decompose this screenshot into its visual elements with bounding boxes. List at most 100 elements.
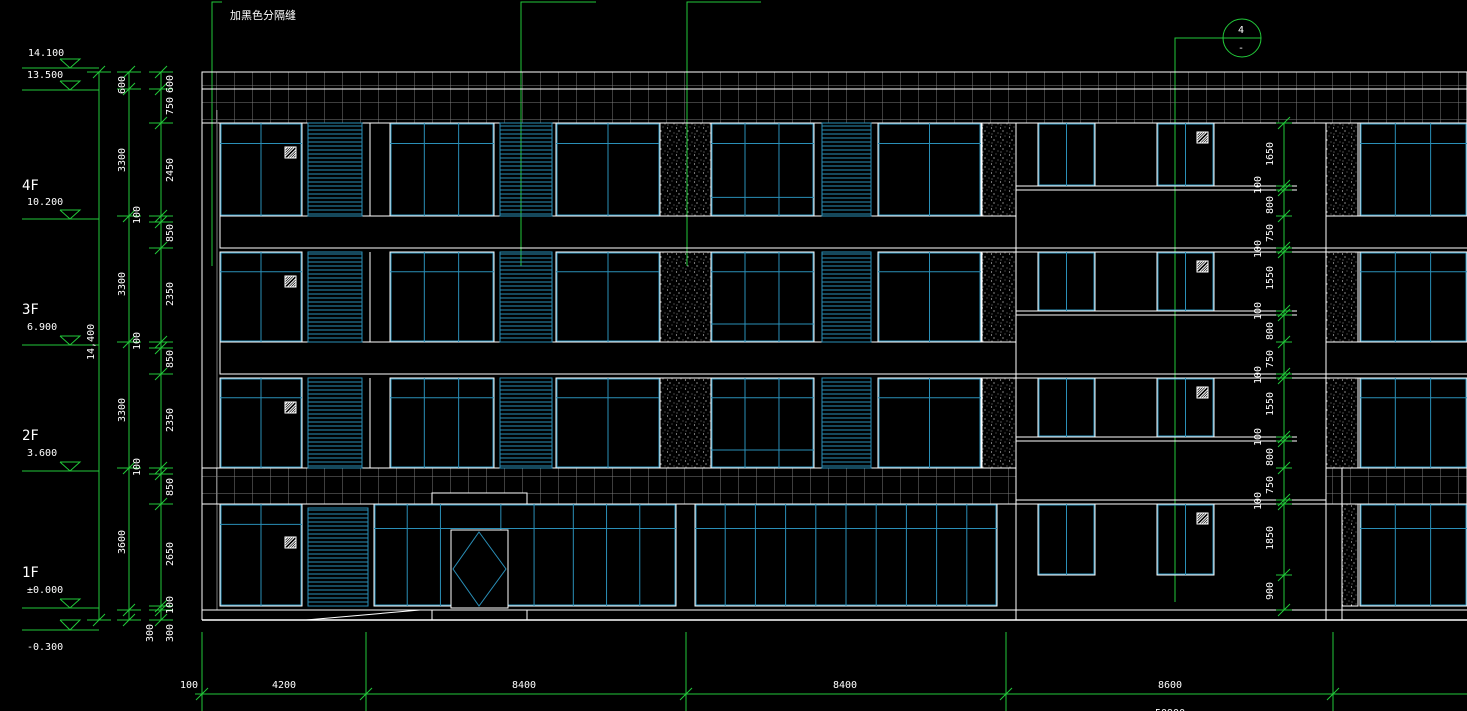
vent-hatch bbox=[1196, 512, 1205, 521]
section-marker[interactable]: 4 - bbox=[1174, 18, 1262, 602]
dim-inner-window1: 2650 bbox=[165, 542, 176, 566]
dim-outer-parapet: 600 bbox=[117, 76, 128, 94]
right-dimension-texts: 1650 100 800 750 100 1550 100 800 750 10… bbox=[1253, 142, 1276, 600]
window-frame bbox=[373, 503, 677, 607]
vent-hatch bbox=[289, 151, 297, 159]
dim-right-mullion2b: 100 bbox=[1253, 428, 1264, 446]
vent-hatch bbox=[1206, 522, 1209, 525]
vent-hatch bbox=[1201, 517, 1209, 525]
dim-right-window2: 1550 bbox=[1265, 392, 1276, 416]
window-glass bbox=[711, 378, 814, 468]
vent-hatch bbox=[1196, 512, 1200, 516]
window-glass bbox=[1360, 504, 1467, 606]
vent-hatch bbox=[287, 149, 297, 159]
level-triangle bbox=[59, 598, 82, 609]
vent-hatch bbox=[294, 411, 297, 414]
dim-total-height: 14,400 bbox=[86, 324, 97, 360]
floor-label-2: 2F bbox=[22, 428, 39, 444]
stone-panel bbox=[1325, 251, 1359, 343]
note-text: 加黑色分隔缝 bbox=[230, 8, 296, 22]
level-annotations: 14.100 13.500 4F 10.200 3F 6.900 2F 3.60… bbox=[22, 48, 64, 653]
dimension-tick bbox=[154, 215, 168, 229]
level-floor-4: 10.200 bbox=[27, 197, 63, 208]
vent-hatch bbox=[291, 408, 297, 414]
dim-h-bay3: 8400 bbox=[833, 680, 857, 691]
dim-inner-sill4: 100 bbox=[132, 206, 143, 224]
vent-hatch bbox=[284, 401, 291, 408]
level-ground: -0.300 bbox=[27, 642, 63, 653]
dim-right-band3: 750 bbox=[1265, 350, 1276, 368]
dim-right-spandrel2: 800 bbox=[1265, 448, 1276, 466]
level-triangle bbox=[59, 58, 82, 69]
vent-hatch bbox=[284, 536, 293, 545]
dimension-tick bbox=[154, 341, 168, 355]
vent-hatch bbox=[1196, 260, 1203, 267]
vent-hatch bbox=[1203, 393, 1209, 399]
stone-panel bbox=[659, 251, 712, 343]
level-roof-top: 14.100 bbox=[28, 48, 64, 59]
louver-panel bbox=[307, 251, 363, 343]
dim-right-band4: 750 bbox=[1265, 224, 1276, 242]
dim-inner-plinth: 300 bbox=[165, 624, 176, 642]
stone-panel bbox=[981, 122, 1017, 217]
vent-hatch bbox=[1203, 519, 1209, 525]
dim-right-spandrel3: 800 bbox=[1265, 322, 1276, 340]
dim-right-mullion3b: 100 bbox=[1253, 302, 1264, 320]
dim-right-window4: 1650 bbox=[1265, 142, 1276, 166]
vent-hatch bbox=[284, 146, 295, 157]
dim-inner-sill1: 100 bbox=[165, 596, 176, 614]
dimension-tick bbox=[122, 613, 136, 627]
dimension-tick bbox=[154, 335, 168, 349]
dim-h-bay4: 8600 bbox=[1158, 680, 1182, 691]
vent-hatch bbox=[1201, 391, 1209, 399]
window-glass bbox=[1360, 252, 1467, 342]
dimension-tick bbox=[122, 603, 136, 617]
dimension-tick bbox=[679, 687, 693, 701]
window-frame bbox=[389, 251, 495, 343]
louver-panel bbox=[307, 122, 363, 217]
dimension-tick bbox=[154, 603, 168, 617]
vent-hatch bbox=[284, 401, 295, 412]
vent-hatch bbox=[284, 275, 295, 286]
dim-inner-sill3: 100 bbox=[132, 332, 143, 350]
vent-hatch bbox=[291, 282, 297, 288]
vent-hatch bbox=[284, 275, 291, 282]
vent-hatch bbox=[284, 536, 288, 540]
window-glass bbox=[711, 123, 814, 216]
vent-hatch bbox=[1196, 512, 1203, 519]
louver-panel bbox=[499, 251, 553, 343]
vent-hatch bbox=[1199, 263, 1209, 273]
dim-outer-floor1: 3600 bbox=[117, 530, 128, 554]
dimension-tick bbox=[1277, 116, 1291, 130]
dim-inner-sill2: 100 bbox=[132, 458, 143, 476]
dim-inner-band2: 850 bbox=[165, 350, 176, 368]
dim-inner-parapet: 600 bbox=[165, 75, 176, 93]
dim-right-mullion3a: 100 bbox=[1253, 240, 1264, 258]
vent-hatch bbox=[284, 401, 293, 410]
dim-outer-plinth: 300 bbox=[145, 624, 156, 642]
window-glass bbox=[711, 252, 814, 342]
stone-panel bbox=[659, 377, 712, 469]
dimension-tick bbox=[1277, 371, 1291, 385]
door-diamond bbox=[452, 531, 507, 607]
dim-inner-band3: 850 bbox=[165, 224, 176, 242]
dim-inner-window3: 2350 bbox=[165, 282, 176, 306]
vent-hatch bbox=[1196, 131, 1205, 140]
dim-right-spandrel4: 800 bbox=[1265, 196, 1276, 214]
vent-hatch bbox=[1196, 131, 1200, 135]
dimension-tick bbox=[1277, 183, 1291, 197]
stone-panel bbox=[659, 122, 712, 217]
vent-hatch bbox=[284, 275, 288, 279]
vent-hatch bbox=[289, 406, 297, 414]
dimension-tick bbox=[1277, 335, 1291, 349]
dim-right-mullion1: 100 bbox=[1253, 492, 1264, 510]
louver-panel bbox=[499, 377, 553, 469]
window-frame bbox=[710, 251, 815, 343]
vent-hatch bbox=[1196, 131, 1203, 138]
dimension-tick bbox=[1277, 568, 1291, 582]
dimension-tick bbox=[154, 497, 168, 511]
dimension-layer bbox=[22, 58, 1467, 711]
vent-hatch bbox=[294, 546, 297, 549]
